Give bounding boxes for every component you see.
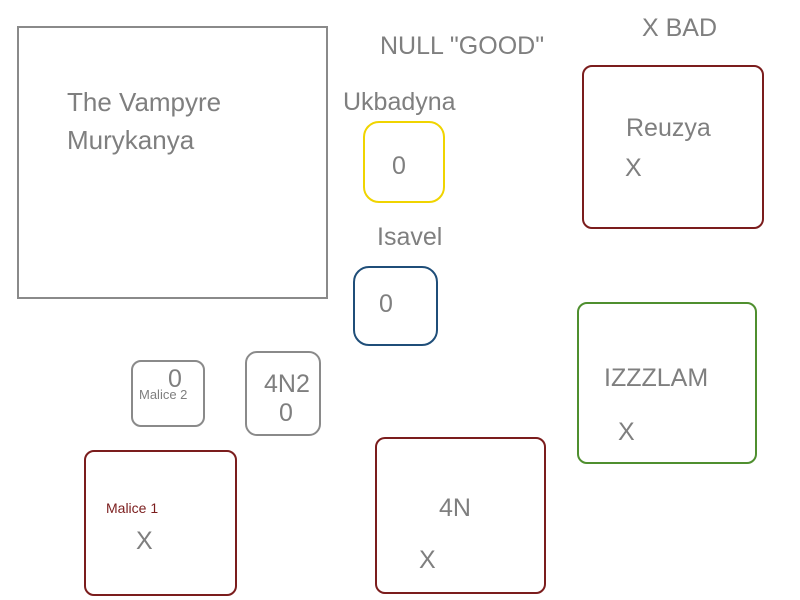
malice2-value: 0: [168, 365, 182, 393]
malice1-box: [84, 450, 237, 596]
vampyre-title-line2: Murykanya: [67, 125, 195, 155]
n4-x-mark: X: [419, 546, 436, 574]
x-bad-label: X BAD: [642, 14, 718, 42]
null-good-label: NULL "GOOD": [380, 32, 545, 60]
vampyre-title-line1: The Vampyre: [67, 87, 222, 117]
n42-box: [245, 351, 321, 436]
malice1-label: Malice 1: [106, 500, 159, 516]
malice2-label: Malice 2: [139, 387, 188, 402]
vampyre-box: [17, 26, 328, 299]
n4-label: 4N: [439, 494, 471, 522]
ukbadyna-box: [363, 121, 445, 203]
izzzlam-label: IZZZLAM: [604, 364, 709, 392]
malice2-box: [131, 360, 205, 427]
izzzlam-x-mark: X: [618, 418, 635, 446]
ukbadyna-label: Ukbadyna: [343, 88, 456, 116]
n4-box: [375, 437, 546, 594]
malice1-x-mark: X: [136, 527, 153, 555]
reuzya-x-mark: X: [625, 154, 642, 182]
reuzya-label: Reuzya: [626, 114, 711, 142]
ukbadyna-value: 0: [392, 152, 406, 180]
izzzlam-box: [577, 302, 757, 464]
reuzya-box: [582, 65, 764, 229]
n42-value: 0: [279, 399, 293, 427]
isavel-label: Isavel: [377, 223, 443, 251]
isavel-value: 0: [379, 290, 393, 318]
isavel-box: [353, 266, 438, 346]
n42-label: 4N2: [264, 370, 310, 398]
